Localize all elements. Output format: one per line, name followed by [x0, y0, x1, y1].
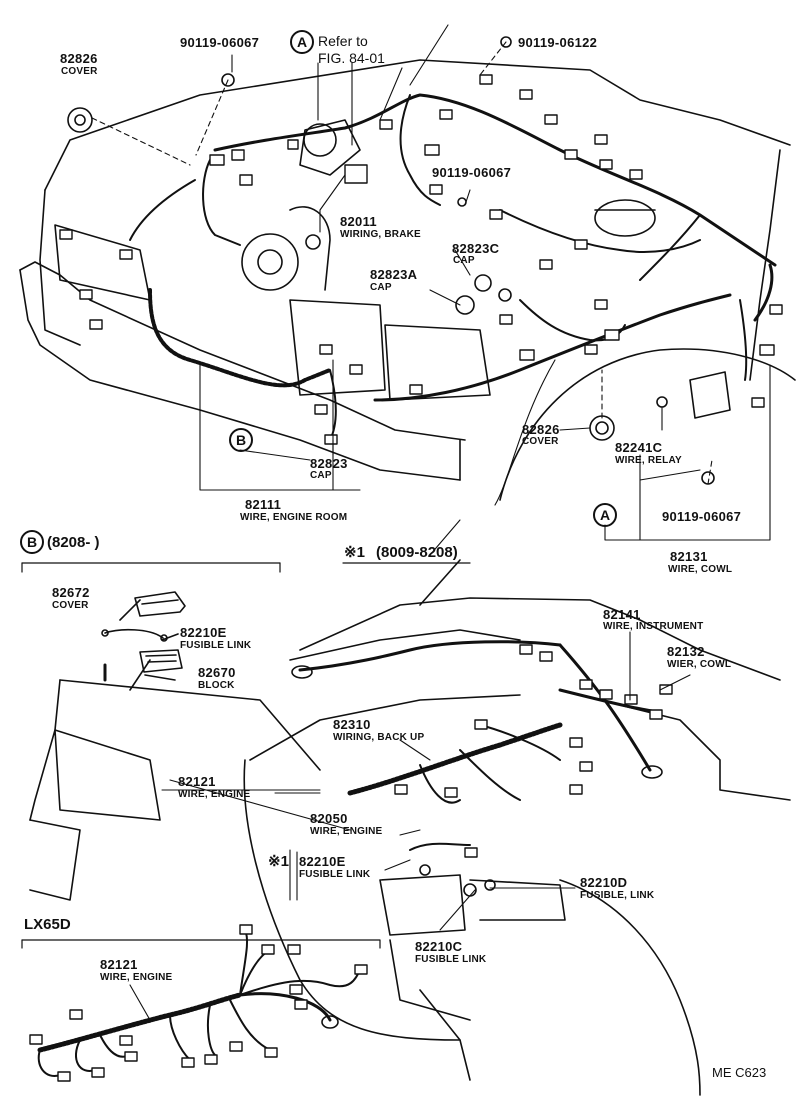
part-82210E-number: 82210E	[180, 625, 227, 640]
part-82111-number: 82111	[245, 497, 282, 512]
part-90119-06122-number: 90119-06122	[518, 35, 598, 50]
part-82241C-name: WIRE, RELAY	[615, 455, 682, 466]
engine-compartment-drawing	[19, 36, 796, 501]
marker-a-circle: A	[290, 30, 314, 54]
marker-b-circle: B	[229, 428, 253, 452]
part-82826-mid-number: 82826	[522, 422, 560, 437]
marker-a2-circle: A	[593, 503, 617, 527]
part-82210E-star-number: 82210E	[299, 854, 346, 869]
part-82670-name: BLOCK	[198, 680, 235, 691]
section-b-marker: B	[20, 530, 44, 554]
part-82111-name: WIRE, ENGINE ROOM	[240, 512, 348, 523]
part-82672-name: COVER	[52, 600, 89, 611]
part-82121-number: 82121	[178, 774, 216, 789]
part-82011-number: 82011	[340, 214, 377, 229]
part-82131-number: 82131	[670, 549, 708, 564]
part-82672-number: 82672	[52, 585, 90, 600]
part-82823A-number: 82823A	[370, 267, 418, 282]
part-82210C-number: 82210C	[415, 939, 463, 954]
part-82241C-number: 82241C	[615, 440, 663, 455]
part-82131-name: WIRE, COWL	[668, 564, 733, 575]
part-82050-name: WIRE, ENGINE	[310, 826, 383, 837]
part-82823C-number: 82823C	[452, 241, 500, 256]
figure-code: ME C623	[712, 1065, 767, 1080]
part-82670-number: 82670	[198, 665, 236, 680]
part-82210D-name: FUSIBLE, LINK	[580, 890, 655, 901]
lx65d-part-82121-name: WIRE, ENGINE	[100, 972, 173, 983]
part-90119-06067-c-number: 90119-06067	[662, 509, 742, 524]
part-82141-number: 82141	[603, 607, 641, 622]
section-b-range: (8208- )	[47, 534, 100, 551]
refer-to-line2: FIG. 84-01	[318, 50, 385, 66]
part-90119-06067-a-number: 90119-06067	[180, 35, 260, 50]
part-82823-name: CAP	[310, 470, 332, 481]
part-90119-06067-b-number: 90119-06067	[432, 165, 512, 180]
part-82823A-name: CAP	[370, 282, 392, 293]
section-star-range: (8009-8208)	[376, 544, 458, 561]
part-82132-number: 82132	[667, 644, 705, 659]
part-82210E-name: FUSIBLE LINK	[180, 640, 252, 651]
part-82121-name: WIRE, ENGINE	[178, 789, 251, 800]
lx65d-part-82121-number: 82121	[100, 957, 138, 972]
part-82050-number: 82050	[310, 811, 348, 826]
section-star-drawing	[161, 519, 791, 1096]
part-82210D-number: 82210D	[580, 875, 628, 890]
part-82210E-star-prefix: ※1	[268, 853, 289, 870]
part-82132-name: WIER, COWL	[667, 659, 732, 670]
part-82826-name: COVER	[61, 66, 98, 77]
part-82823C-name: CAP	[453, 255, 475, 266]
part-82210E-star-name: FUSIBLE LINK	[299, 869, 371, 880]
top-leader-lines	[91, 24, 771, 541]
part-82826-mid-name: COVER	[522, 436, 559, 447]
part-82210C-name: FUSIBLE LINK	[415, 954, 487, 965]
part-82310-number: 82310	[333, 717, 371, 732]
refer-to-line1: Refer to	[318, 33, 368, 49]
part-82011-name: WIRING, BRAKE	[340, 229, 421, 240]
section-star-symbol: ※1	[344, 544, 365, 561]
section-b-drawing	[21, 562, 321, 901]
lx65d-drawing	[21, 924, 381, 1082]
part-82823-number: 82823	[310, 456, 348, 471]
part-82310-name: WIRING, BACK UP	[333, 732, 425, 743]
part-82141-name: WIRE, INSTRUMENT	[603, 621, 704, 632]
part-82826-number: 82826	[60, 51, 98, 66]
lx65d-title: LX65D	[24, 916, 71, 933]
